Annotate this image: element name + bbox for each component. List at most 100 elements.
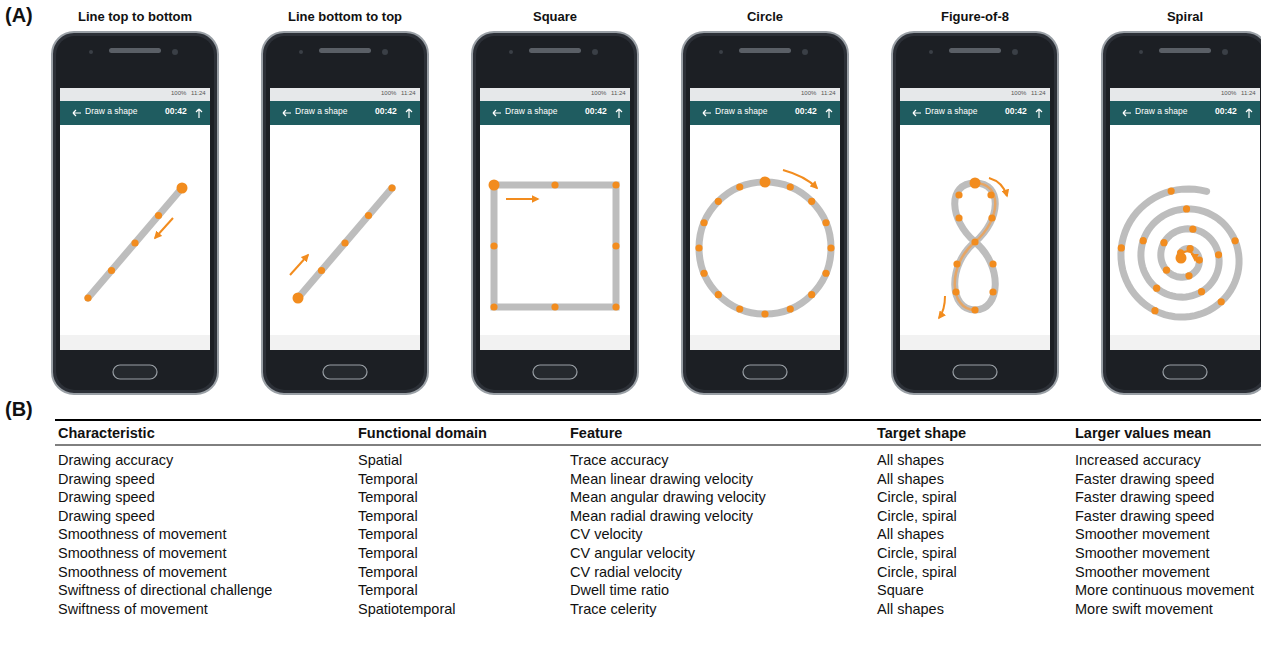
target-shape — [84, 183, 187, 302]
checkpoint-dot — [988, 214, 995, 221]
header-text: 00:42 — [1005, 107, 1027, 117]
checkpoint-dot — [971, 238, 978, 245]
camera — [172, 49, 178, 55]
sensor — [299, 50, 303, 54]
checkpoint-dot — [612, 181, 619, 188]
checkpoint-dot — [1168, 187, 1175, 194]
status-text: 100% — [381, 90, 396, 97]
checkpoint-dot — [551, 303, 558, 310]
status-text: 100% — [171, 90, 186, 97]
status-bar — [270, 88, 420, 101]
status-text: 100% — [801, 90, 816, 97]
table-cell: Drawing speed — [58, 508, 155, 525]
camera — [1012, 49, 1018, 55]
back-arrow — [1123, 110, 1131, 116]
table-cell: Mean radial drawing velocity — [570, 508, 753, 525]
phone-body — [682, 32, 848, 394]
checkpoint-dot — [131, 239, 138, 246]
checkpoint-dot — [700, 270, 707, 277]
checkpoint-dot — [1151, 307, 1158, 314]
checkpoint-dot — [787, 183, 794, 190]
screen-footer — [900, 335, 1050, 350]
screen-footer — [480, 335, 630, 350]
panel-letter: (B) — [5, 398, 33, 421]
camera — [1222, 49, 1228, 55]
table-cell: Spatial — [358, 452, 402, 469]
checkpoint-dot — [808, 198, 815, 205]
phone-bezel — [896, 36, 1054, 390]
phone-bezel — [686, 36, 844, 390]
checkpoint-dot — [955, 214, 962, 221]
table-cell: Temporal — [358, 582, 418, 599]
sensor — [509, 50, 513, 54]
speaker — [109, 48, 161, 53]
table-header: Feature — [570, 425, 622, 442]
header-text: 00:42 — [795, 107, 817, 117]
table-cell: Temporal — [358, 564, 418, 581]
table-cell: Circle, spiral — [877, 564, 957, 581]
table-cell: Smoother movement — [1075, 564, 1210, 581]
shape-title: Line top to bottom — [78, 10, 192, 25]
screen-footer — [270, 335, 420, 350]
direction-arrow — [1182, 251, 1195, 260]
table-cell: All shapes — [877, 471, 944, 488]
sensor — [929, 50, 933, 54]
header-text: Draw a shape — [715, 107, 767, 117]
phone-bezel — [476, 36, 634, 390]
checkpoint-dot — [1189, 226, 1196, 233]
table-cell: Swiftness of directional challenge — [58, 582, 272, 599]
status-text: 11:24 — [191, 90, 206, 97]
table-cell: Circle, spiral — [877, 545, 957, 562]
up-arrow — [1246, 109, 1252, 118]
checkpoint-dot — [827, 244, 834, 251]
status-text: 11:24 — [1031, 90, 1046, 97]
speaker — [739, 48, 791, 53]
status-bar — [900, 88, 1050, 101]
shape-title: Figure-of-8 — [941, 10, 1009, 25]
speaker — [319, 48, 371, 53]
target-shape — [489, 180, 620, 311]
table-cell: Circle, spiral — [877, 508, 957, 525]
status-text: 11:24 — [821, 90, 836, 97]
camera — [802, 49, 808, 55]
table-cell: Temporal — [358, 545, 418, 562]
checkpoint-dot — [822, 219, 829, 226]
shape-title: Spiral — [1167, 10, 1203, 25]
phone — [682, 32, 848, 394]
header-text: 00:42 — [585, 107, 607, 117]
speaker — [949, 48, 1001, 53]
checkpoint-dot — [1196, 256, 1203, 263]
checkpoint-dot — [700, 219, 707, 226]
table-cell: More swift movement — [1075, 601, 1213, 618]
up-arrow — [406, 109, 412, 118]
shape-title: Square — [533, 10, 577, 25]
table-cell: Smoother movement — [1075, 545, 1210, 562]
speaker — [1159, 48, 1211, 53]
table-cell: All shapes — [877, 452, 944, 469]
start-dot — [760, 177, 771, 188]
checkpoint-dot — [1163, 267, 1170, 274]
table-cell: All shapes — [877, 601, 944, 618]
up-arrow — [196, 109, 202, 118]
checkpoint-dot — [987, 191, 994, 198]
checkpoint-dot — [1140, 237, 1147, 244]
direction-arrow — [939, 296, 945, 318]
shape-title: Line bottom to top — [288, 10, 402, 25]
direction-arrow — [783, 170, 817, 188]
direction-arrow — [290, 255, 308, 275]
checkpoint-dot — [1218, 298, 1225, 305]
checkpoint-dot — [955, 191, 962, 198]
status-text: 100% — [591, 90, 606, 97]
table-cell: Temporal — [358, 526, 418, 543]
phone-body — [472, 32, 638, 394]
checkpoint-dot — [365, 212, 372, 219]
camera — [592, 49, 598, 55]
app-header — [270, 101, 420, 125]
checkpoint-dot — [341, 239, 348, 246]
table-cell: Trace celerity — [570, 601, 656, 618]
table-header: Target shape — [877, 425, 966, 442]
table-cell: CV velocity — [570, 526, 643, 543]
table-cell: Trace accuracy — [570, 452, 669, 469]
home-button — [113, 365, 157, 379]
checkpoint-dot — [1153, 285, 1160, 292]
